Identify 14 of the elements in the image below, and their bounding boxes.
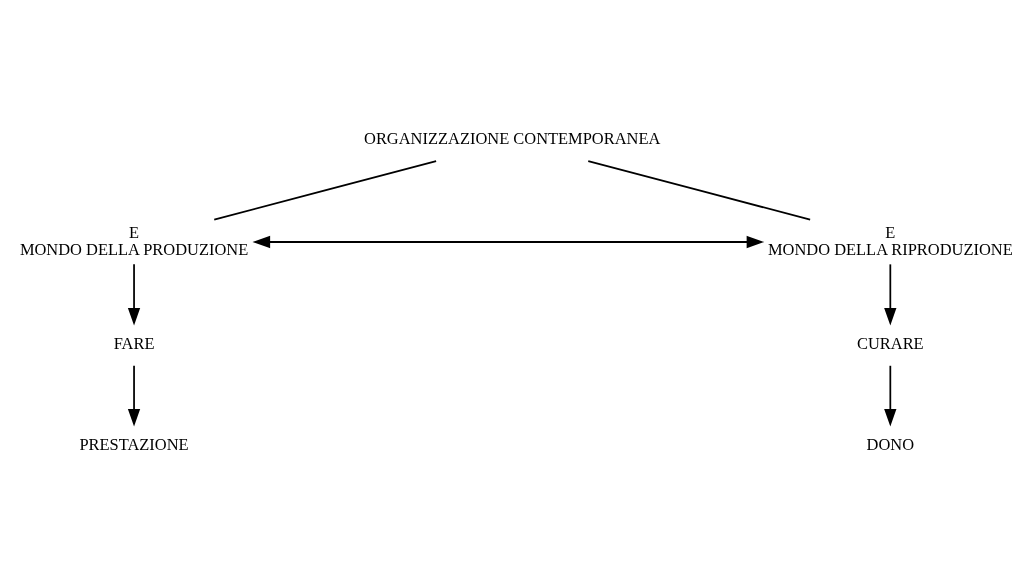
arrow (127, 364, 141, 427)
arrow (127, 263, 141, 326)
arrow (252, 235, 765, 249)
node-text: DONO (866, 434, 915, 454)
arrow (884, 364, 897, 427)
connector (587, 160, 811, 221)
node-text: E MONDO DELLA PRODUZIONE (19, 222, 249, 260)
node-text: CURARE (856, 333, 924, 353)
arrow (884, 263, 897, 326)
node-text: E MONDO DELLA RIPRODUZIONE (767, 222, 1013, 260)
node-text: FARE (113, 333, 155, 353)
node-text: ORGANIZZAZIONE CONTEMPORANEA (364, 129, 661, 149)
node-text: PRESTAZIONE (79, 434, 189, 454)
connector (213, 160, 437, 221)
